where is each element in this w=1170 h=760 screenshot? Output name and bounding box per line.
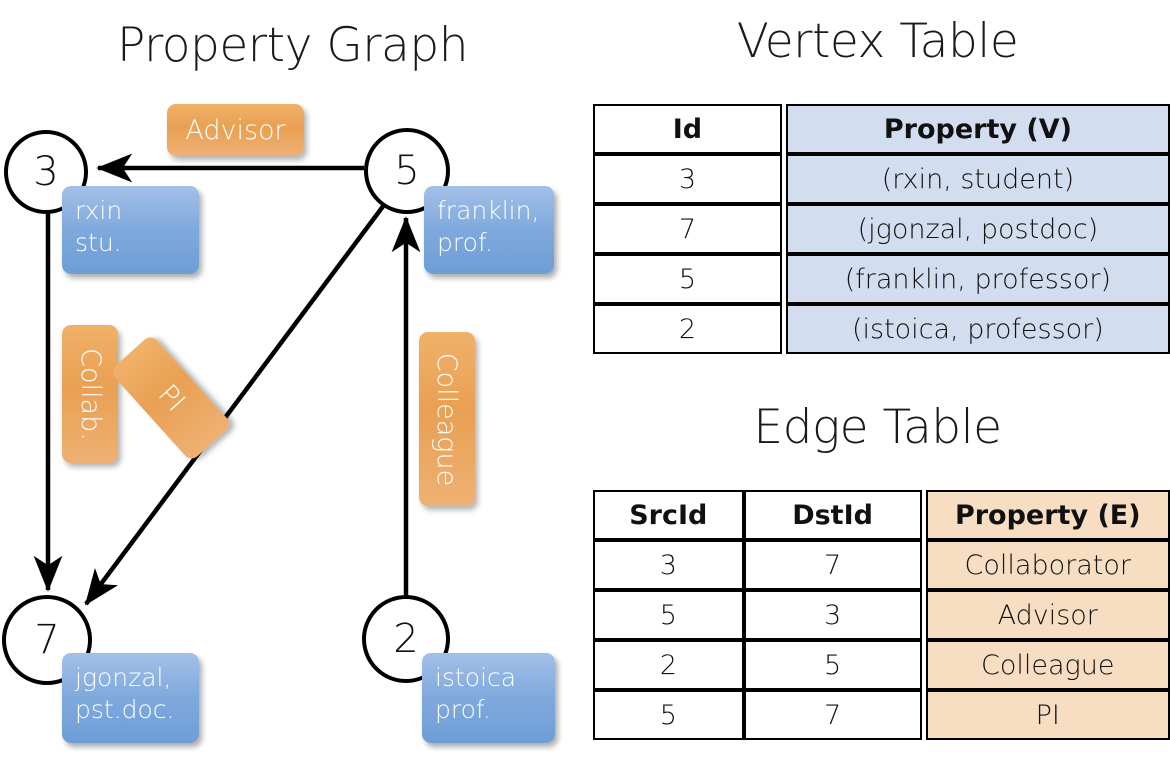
edge-cell-srcid: 2 [593, 640, 744, 690]
edge-table-header-property: Property (E) [925, 490, 1170, 540]
table-header-row: SrcId DstId Property (E) [593, 490, 1170, 540]
vertex-property-line2: prof. [435, 695, 491, 724]
edge-cell-dstid: 5 [743, 640, 922, 690]
vertex-table-header-id: Id [593, 104, 782, 154]
vertex-cell-id: 7 [593, 204, 782, 254]
vertex-property-line1: franklin, [437, 196, 540, 225]
edge-table-header-dstid: DstId [743, 490, 922, 540]
edge-line-pi [84, 203, 386, 606]
vertex-property-line1: istoica [435, 663, 517, 692]
edge-table-header-srcid: SrcId [593, 490, 744, 540]
edge-cell-dstid: 7 [743, 540, 922, 590]
table-header-row: Id Property (V) [593, 104, 1170, 154]
page-title-vertex-table: Vertex Table [736, 14, 1019, 69]
table-row[interactable]: 3 7 Collaborator [593, 540, 1170, 590]
edge-label-collab: Collab. [74, 347, 106, 441]
vertex-cell-id: 3 [593, 154, 782, 204]
edge-label-colleague: Colleague [431, 352, 463, 486]
table-row[interactable]: 2 (istoica, professor) [593, 304, 1170, 354]
table-row[interactable]: 3 (rxin, student) [593, 154, 1170, 204]
table-row[interactable]: 5 3 Advisor [593, 590, 1170, 640]
table-row[interactable]: 5 7 PI [593, 690, 1170, 740]
vertex-property-line1: rxin [75, 196, 123, 225]
vertex-property-line2: prof. [437, 228, 493, 257]
graph-node-2[interactable]: 2 [362, 595, 450, 683]
property-graph-diagram: 3 5 7 2 rxin stu. franklin, prof. jgonza… [2, 104, 555, 743]
edge-cell-srcid: 5 [593, 690, 744, 740]
vertex-cell-property: (istoica, professor) [785, 304, 1170, 354]
graph-node-5[interactable]: 5 [364, 128, 450, 214]
vertex-table: Id Property (V) 3 (rxin, student) 7 (jgo… [593, 104, 1170, 354]
vertex-property-line2: pst.doc. [75, 695, 175, 724]
page-title-property-graph: Property Graph [117, 18, 469, 73]
vertex-property-line2: stu. [75, 228, 122, 257]
vertex-property-line1: jgonzal, [75, 663, 172, 692]
table-row[interactable]: 2 5 Colleague [593, 640, 1170, 690]
page-title-edge-table: Edge Table [753, 400, 1002, 455]
vertex-table-header-property: Property (V) [785, 104, 1170, 154]
graph-node-5-label: 5 [394, 148, 420, 194]
graph-edge-lines [33, 153, 421, 606]
vertex-cell-property: (jgonzal, postdoc) [785, 204, 1170, 254]
graph-node-3-label: 3 [33, 149, 59, 195]
vertex-property-box-istoica[interactable]: istoica prof. [422, 653, 555, 743]
edge-property-box-colleague[interactable]: Colleague [419, 332, 475, 506]
edge-cell-srcid: 3 [593, 540, 744, 590]
vertex-cell-id: 5 [593, 254, 782, 304]
edge-cell-property: Collaborator [925, 540, 1170, 590]
vertex-cell-property: (rxin, student) [785, 154, 1170, 204]
table-row[interactable]: 7 (jgonzal, postdoc) [593, 204, 1170, 254]
edge-cell-dstid: 3 [743, 590, 922, 640]
edge-table: SrcId DstId Property (E) 3 7 Collaborato… [593, 490, 1170, 740]
vertex-property-box-jgonzal[interactable]: jgonzal, pst.doc. [62, 653, 199, 743]
edge-property-box-collab[interactable]: Collab. [62, 325, 118, 463]
edge-label-pi: PI [151, 378, 191, 418]
edge-cell-dstid: 7 [743, 690, 922, 740]
graph-node-2-label: 2 [393, 616, 419, 662]
edge-property-box-advisor[interactable]: Advisor [167, 104, 304, 156]
edge-label-advisor: Advisor [185, 114, 286, 146]
graph-node-7-label: 7 [34, 617, 60, 663]
vertex-property-box-franklin[interactable]: franklin, prof. [424, 186, 554, 274]
vertex-cell-id: 2 [593, 304, 782, 354]
edge-cell-property: Colleague [925, 640, 1170, 690]
edge-cell-srcid: 5 [593, 590, 744, 640]
edge-cell-property: PI [925, 690, 1170, 740]
edge-cell-property: Advisor [925, 590, 1170, 640]
vertex-property-box-rxin[interactable]: rxin stu. [62, 186, 199, 274]
vertex-cell-property: (franklin, professor) [785, 254, 1170, 304]
table-row[interactable]: 5 (franklin, professor) [593, 254, 1170, 304]
